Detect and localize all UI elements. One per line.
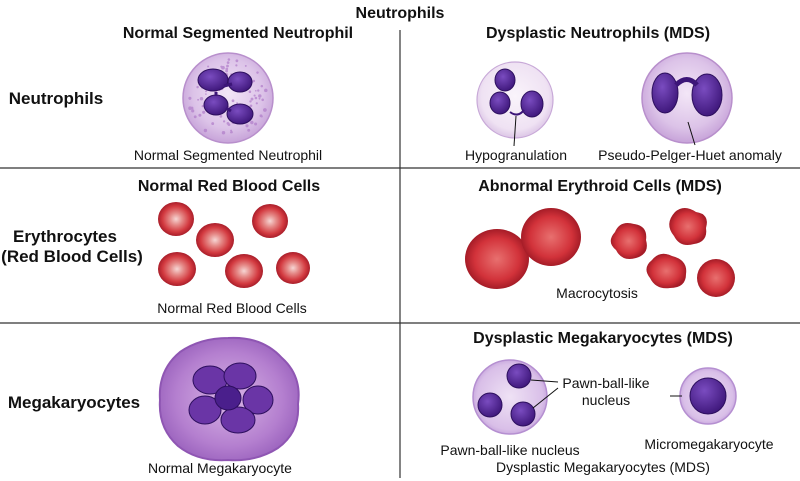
abnormal-rbc-heading: Abnormal Erythroid Cells (MDS) <box>478 178 722 195</box>
normal-rbc-heading: Normal Red Blood Cells <box>137 178 321 195</box>
row-label-erythrocytes-line1: Erythrocytes <box>13 227 117 246</box>
row-label-neutrophils: Neutrophils <box>8 89 104 108</box>
macrocytosis-label: Macrocytosis <box>556 285 638 301</box>
dysplastic-megakaryocyte-heading: Dysplastic Megakaryocytes (MDS) <box>473 330 733 347</box>
row-label-erythrocytes-line2: (Red Blood Cells) <box>1 247 143 266</box>
pelger-pointer <box>687 121 696 146</box>
normal-megakaryocyte-cell <box>158 336 300 462</box>
pawn-ball-megakaryocyte-cell <box>472 359 559 435</box>
dysplastic-neutrophil-heading: Dysplastic Neutrophils (MDS) <box>485 25 711 42</box>
hypogranulation-neutrophil-cell <box>476 61 554 147</box>
normal-megakaryocyte-caption: Normal Megakaryocyte <box>148 460 292 476</box>
pelger-huet-neutrophil-cell <box>641 52 733 146</box>
row-label-megakaryocytes: Megakaryocytes <box>7 393 141 412</box>
normal-neutrophil-heading: Normal Segmented Neutrophil <box>122 25 354 42</box>
pawn-callout-pointers <box>530 379 559 409</box>
micromegakaryocyte-caption: Micromegakaryocyte <box>644 436 774 452</box>
hypogranulation-label: Hypogranulation <box>465 147 567 163</box>
page-title: Neutrophils <box>355 5 445 22</box>
normal-rbc-group <box>158 202 310 288</box>
pawn-callout-line2: nucleus <box>581 392 631 408</box>
dysplastic-megakaryocyte-caption: Dysplastic Megakaryocytes (MDS) <box>496 459 710 475</box>
normal-neutrophil-cell <box>182 52 274 144</box>
abnormal-rbc-group <box>465 208 735 297</box>
normal-neutrophil-caption: Normal Segmented Neutrophil <box>133 147 323 163</box>
micromegakaryocyte-cell <box>670 367 737 425</box>
pawn-ball-caption: Pawn-ball-like nucleus <box>440 442 580 458</box>
grid-dividers <box>0 30 800 478</box>
normal-rbc-caption: Normal Red Blood Cells <box>157 300 307 316</box>
hypogranulation-pointer <box>513 115 517 147</box>
pelger-huet-label: Pseudo-Pelger-Huet anomaly <box>598 147 782 163</box>
pawn-callout-line1: Pawn-ball-like <box>562 375 650 391</box>
